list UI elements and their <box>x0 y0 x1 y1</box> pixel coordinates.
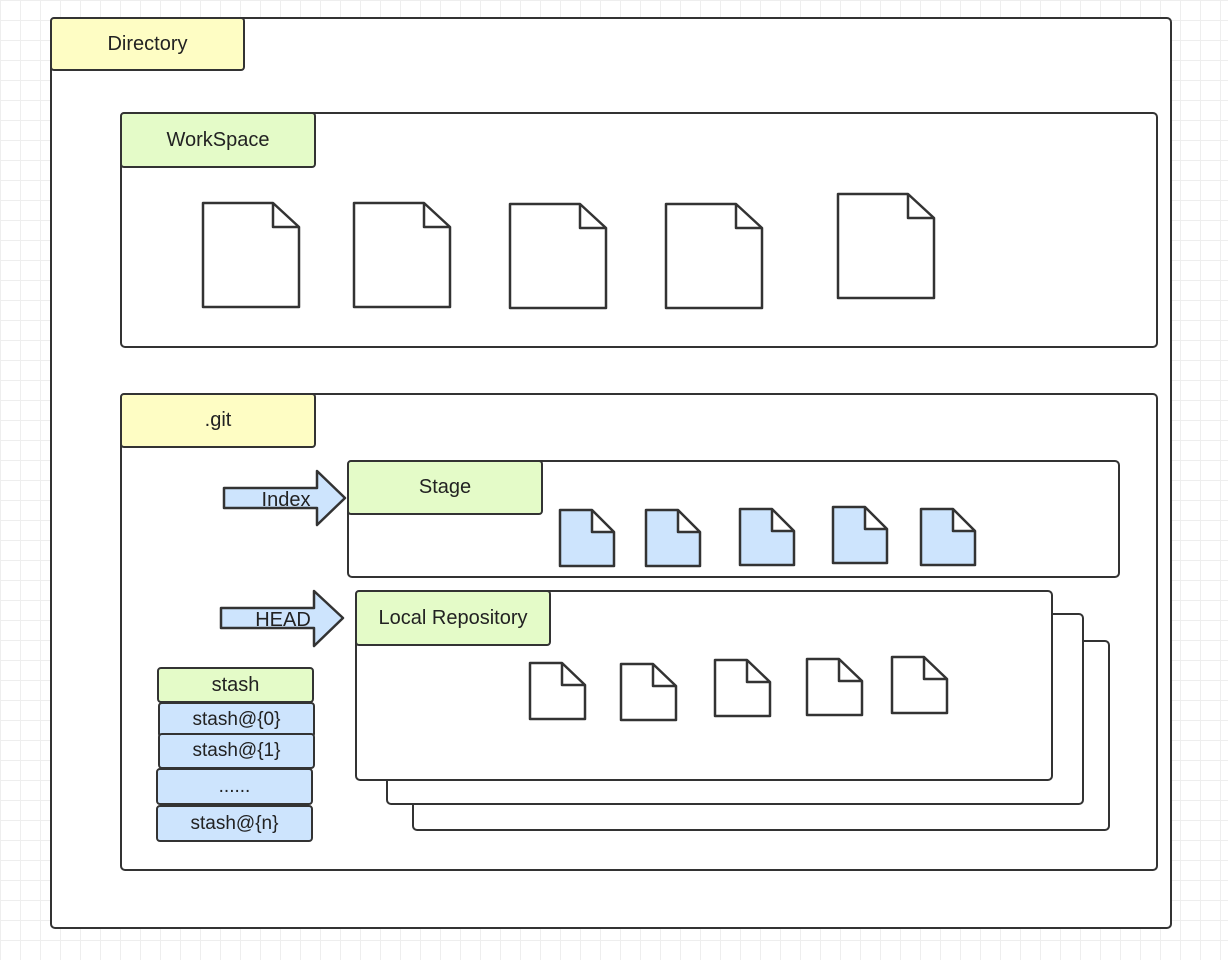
staged-file-icon <box>558 508 616 568</box>
directory-label-text: Directory <box>107 32 188 55</box>
head-arrow-icon <box>219 589 345 648</box>
workspace-file-icon <box>352 201 452 309</box>
repository-file-icon <box>619 662 678 722</box>
workspace-file-icon <box>836 192 936 300</box>
stash-item-text: stash@{1} <box>192 740 281 761</box>
index-label: Index <box>262 489 311 511</box>
repository-file-icon <box>713 658 772 718</box>
stage-label-text: Stage <box>418 476 472 498</box>
workspace-label-text: WorkSpace <box>166 128 270 151</box>
stash-item-text: ...... <box>218 775 251 797</box>
stash-item-text: stash@{n} <box>190 812 279 834</box>
index-pointer-arrow: Index <box>222 469 347 527</box>
stage-label: Stage <box>347 460 543 515</box>
staged-file-icon <box>919 507 977 567</box>
stash-item-text: stash@{0} <box>192 709 281 730</box>
index-arrow-icon <box>222 469 347 527</box>
repository-file-icon <box>805 657 864 717</box>
stash-item: stash@{1} <box>158 733 315 769</box>
staged-file-icon <box>831 505 889 565</box>
repository-file-icon <box>528 661 587 721</box>
workspace-file-icon <box>508 202 608 310</box>
stash-item: ...... <box>156 768 313 805</box>
staged-file-icon <box>738 507 796 567</box>
git-label: .git <box>120 393 316 448</box>
stash-item: stash@{n} <box>156 805 313 842</box>
workspace-file-icon <box>664 202 764 310</box>
directory-label: Directory <box>50 17 245 71</box>
workspace-label: WorkSpace <box>120 112 316 168</box>
git-label-text: .git <box>204 409 232 431</box>
workspace-file-icon <box>201 201 301 309</box>
head-pointer-arrow: HEAD <box>219 589 345 648</box>
head-label: HEAD <box>255 609 311 631</box>
staged-file-icon <box>644 508 702 568</box>
stash-title-text: stash <box>211 673 260 696</box>
repository-file-icon <box>890 655 949 715</box>
local-repository-label-text: Local Repository <box>378 606 528 629</box>
local-repository-label: Local Repository <box>355 590 551 646</box>
